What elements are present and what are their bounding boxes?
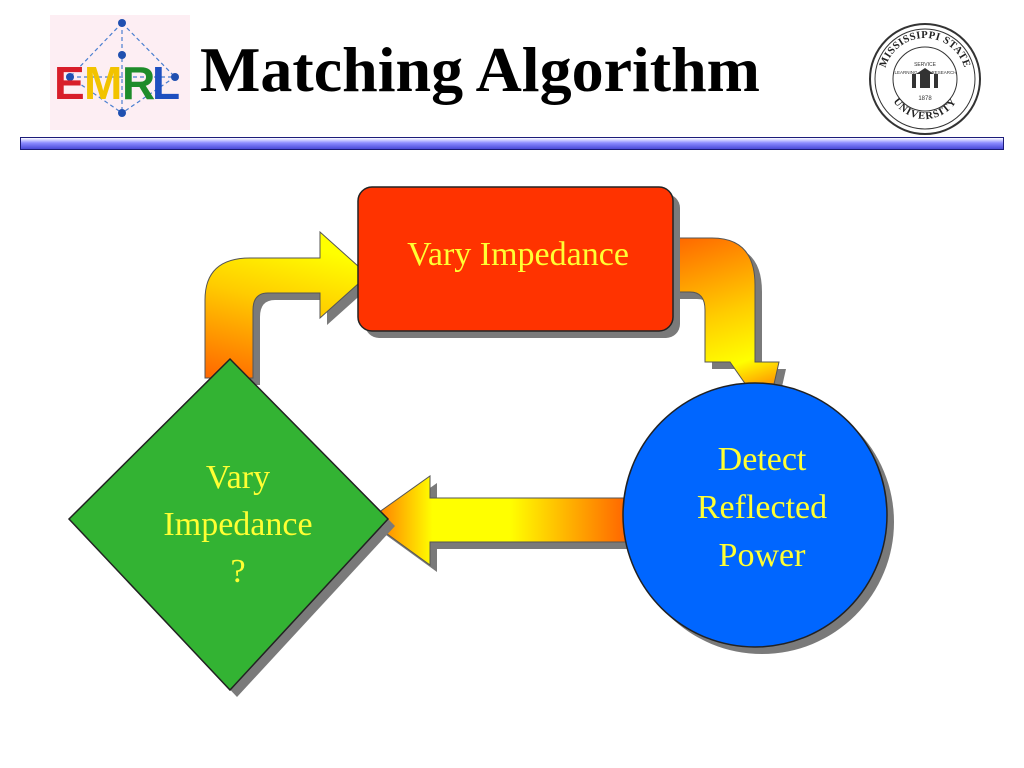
seal-year: 1878 <box>918 96 932 102</box>
emrl-logo-graphic: E M R L <box>50 15 190 130</box>
title-divider <box>20 137 1004 150</box>
arrow-detect-to-decision <box>367 475 633 572</box>
svg-text:M: M <box>84 57 122 109</box>
seal-emblem-icon <box>912 68 938 88</box>
emrl-logo-letter-e: E <box>54 57 85 109</box>
decision-line-1: Vary <box>206 459 270 496</box>
svg-text:R: R <box>122 57 155 109</box>
decision-line-3: ? <box>230 553 245 590</box>
decision-diamond-vary-impedance: Vary Impedance ? <box>67 357 395 697</box>
detect-line-3: Power <box>719 537 807 574</box>
svg-text:L: L <box>152 57 180 109</box>
seal-word-service: SERVICE <box>914 62 937 68</box>
university-seal-graphic: MISSISSIPPI STATE UNIVERSITY SERVICE LEA… <box>869 23 981 135</box>
process-box-vary-impedance: Vary Impedance <box>357 186 680 338</box>
detect-reflected-power-node: Detect Reflected Power <box>622 382 894 654</box>
emrl-logo: E M R L <box>50 15 190 130</box>
detect-line-1: Detect <box>718 441 807 478</box>
university-seal: MISSISSIPPI STATE UNIVERSITY SERVICE LEA… <box>868 22 982 136</box>
decision-line-2: Impedance <box>163 506 312 543</box>
slide-title: Matching Algorithm <box>200 34 760 105</box>
arrow-process-to-detect <box>671 237 786 422</box>
detect-line-2: Reflected <box>697 489 827 526</box>
seal-word-learning: LEARNING <box>894 70 918 75</box>
process-box-label: Vary Impedance <box>407 236 629 273</box>
seal-word-research: RESEARCH <box>931 70 956 75</box>
